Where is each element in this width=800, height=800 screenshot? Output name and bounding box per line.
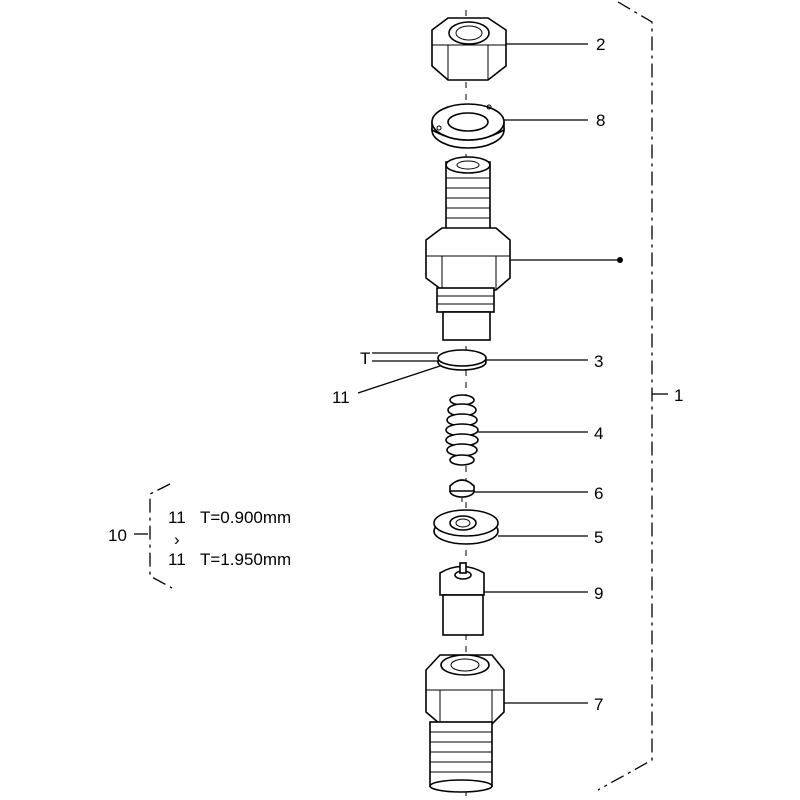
- callout-2: 2: [596, 35, 605, 54]
- callout-3: 3: [594, 352, 603, 371]
- shim-min-part: 11: [168, 508, 186, 527]
- assembly-bracket: [597, 1, 653, 791]
- leader-11: [357, 365, 441, 394]
- washer: [431, 103, 505, 149]
- callout-6: 6: [594, 484, 603, 503]
- nozzle-valve: [439, 562, 485, 636]
- shim-max-value: T=1.950mm: [200, 550, 291, 569]
- callout-10: 10: [108, 526, 127, 545]
- callout-7: 7: [594, 695, 603, 714]
- callout-1: 1: [674, 386, 683, 405]
- cap-nut: [425, 654, 505, 793]
- shim-max-part: 11: [168, 550, 186, 569]
- callout-4: 4: [594, 424, 603, 443]
- shim-disc: [437, 349, 487, 371]
- shim-min-value: T=0.900mm: [200, 508, 291, 527]
- shim-range-bracket: [149, 483, 173, 589]
- callout-9: 9: [594, 584, 603, 603]
- assembly-dot: [617, 257, 623, 263]
- spring: [445, 394, 479, 466]
- shim-range-connector: ›: [174, 530, 180, 549]
- spacer-pin: [449, 479, 475, 502]
- hex-nut-top: [431, 17, 507, 81]
- callout-8: 8: [596, 111, 605, 130]
- holder-body: [425, 156, 511, 341]
- callout-5: 5: [594, 528, 603, 547]
- shim-thickness-symbol: T: [360, 349, 370, 368]
- seat-ring: [433, 509, 499, 545]
- callout-11: 11: [332, 388, 350, 407]
